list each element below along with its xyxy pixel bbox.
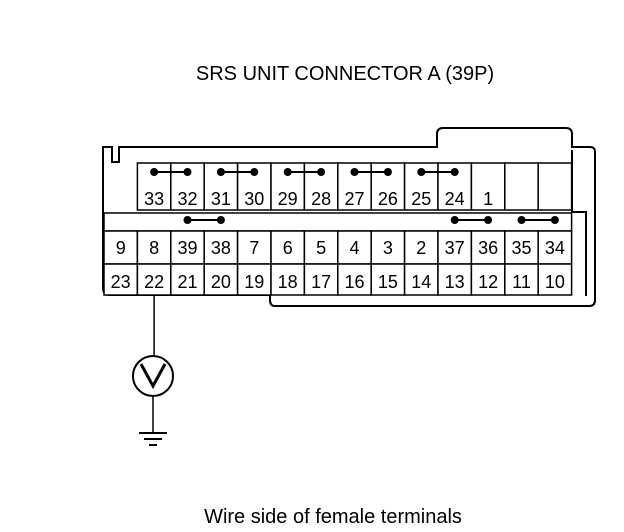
- terminal-label-22: 22: [144, 272, 164, 292]
- shorting-bar-37-36: [450, 216, 493, 224]
- terminal-label-17: 17: [311, 272, 331, 292]
- terminal-label-18: 18: [278, 272, 298, 292]
- terminal-cell-34: [537, 230, 573, 265]
- terminal-label-12: 12: [478, 272, 498, 292]
- terminal-grid: [103, 162, 573, 296]
- terminal-label-15: 15: [378, 272, 398, 292]
- diagram-title: SRS UNIT CONNECTOR A (39P): [196, 63, 494, 85]
- ground-icon: [139, 432, 167, 446]
- terminal-label-25: 25: [411, 189, 431, 209]
- terminal-label-37: 37: [445, 238, 465, 258]
- terminal-label-34: 34: [545, 238, 565, 258]
- terminal-cell-39: [170, 230, 205, 265]
- terminal-cell-23: [103, 263, 139, 296]
- terminal-label-33: 33: [144, 189, 164, 209]
- shorting-bar-25-24: [417, 168, 459, 176]
- terminal-label-7: 7: [249, 238, 259, 258]
- diagram-caption: Wire side of female terminals: [204, 506, 462, 528]
- terminal-label-14: 14: [411, 272, 431, 292]
- terminal-cell-empty: [537, 162, 573, 211]
- terminal-label-3: 3: [383, 238, 393, 258]
- shorting-bar-39-38: [183, 216, 225, 224]
- voltmeter-icon: [132, 355, 174, 397]
- terminal-cell-31: [203, 162, 239, 211]
- terminal-label-35: 35: [511, 238, 531, 258]
- terminal-cell-empty: [504, 162, 539, 211]
- terminal-cell-1: [470, 162, 506, 211]
- terminal-cell-17: [303, 263, 339, 296]
- terminal-label-30: 30: [244, 189, 264, 209]
- terminal-label-10: 10: [545, 272, 565, 292]
- terminal-label-16: 16: [344, 272, 364, 292]
- terminal-label-20: 20: [211, 272, 231, 292]
- shorting-bars: [150, 168, 559, 224]
- terminal-label-28: 28: [311, 189, 331, 209]
- terminal-label-9: 9: [116, 238, 126, 258]
- terminal-label-13: 13: [445, 272, 465, 292]
- shorting-bar-33-32: [150, 168, 192, 176]
- terminal-label-23: 23: [111, 272, 131, 292]
- terminal-cell-14: [403, 263, 439, 296]
- terminal-label-1: 1: [483, 189, 493, 209]
- terminal-cell-15: [370, 263, 406, 296]
- terminal-label-21: 21: [177, 272, 197, 292]
- terminal-label-2: 2: [416, 238, 426, 258]
- terminal-row-divider: [103, 212, 573, 232]
- terminal-cell-11: [504, 263, 539, 296]
- terminal-cell-19: [236, 263, 272, 296]
- terminal-label-26: 26: [378, 189, 398, 209]
- terminal-label-19: 19: [244, 272, 264, 292]
- terminal-cell-5: [303, 230, 339, 265]
- connector-housing: [102, 127, 596, 307]
- terminal-label-36: 36: [478, 238, 498, 258]
- terminal-label-38: 38: [211, 238, 231, 258]
- terminal-cell-20: [203, 263, 239, 296]
- shorting-bar-31-30: [216, 168, 259, 176]
- terminal-label-32: 32: [177, 189, 197, 209]
- terminal-label-39: 39: [177, 238, 197, 258]
- connector-lock-tab: [571, 150, 587, 296]
- terminal-cell-21: [170, 263, 205, 296]
- terminal-cell-12: [470, 263, 506, 296]
- terminal-label-11: 11: [512, 272, 531, 292]
- terminal-cell-38: [203, 230, 239, 265]
- terminal-label-29: 29: [278, 189, 298, 209]
- terminal-cell-13: [437, 263, 473, 296]
- terminal-label-5: 5: [316, 238, 326, 258]
- terminal-label-8: 8: [149, 238, 159, 258]
- terminal-label-4: 4: [349, 238, 359, 258]
- shorting-bar-29-28: [283, 168, 326, 176]
- shorting-bar-35-34: [517, 216, 559, 224]
- terminal-label-27: 27: [344, 189, 364, 209]
- terminal-label-31: 31: [211, 189, 231, 209]
- terminal-label-6: 6: [283, 238, 293, 258]
- terminal-label-24: 24: [445, 189, 465, 209]
- shorting-bar-27-26: [350, 168, 392, 176]
- terminal-cell-10: [537, 263, 573, 296]
